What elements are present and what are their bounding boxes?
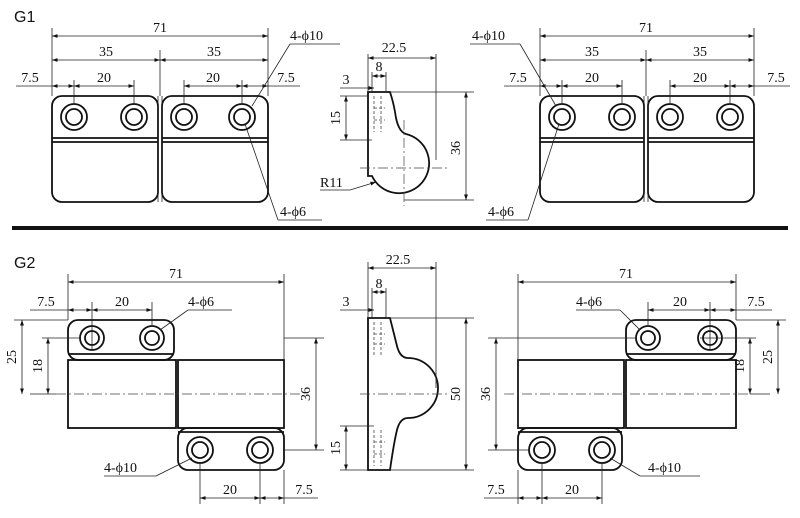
g1-left-dim-pitch-b: 20: [206, 71, 220, 86]
g1-left-dim-overall: 71: [153, 21, 167, 36]
g2-right-dim-overall: 71: [619, 267, 633, 282]
g2-left-dim-height-inner: 18: [31, 359, 46, 373]
g1-right-view: 71 35 35 7.5 20 20 7.5 4-ϕ10 4-ϕ6: [470, 21, 790, 221]
g2-left-dim-edge: 7.5: [37, 295, 55, 310]
g1-right-dim-pitch-b: 20: [693, 71, 707, 86]
g1-right-dim-half-a: 35: [585, 45, 599, 60]
g1-right-dim-pitch-a: 20: [585, 71, 599, 86]
g2-left-dim-overall: 71: [169, 267, 183, 282]
g1-left-dim-half-b: 35: [207, 45, 221, 60]
g2-right-dim-pitch-bottom: 20: [565, 483, 579, 498]
g1-left-hole-large-label: 4-ϕ10: [290, 29, 323, 44]
g1-left-dim-edge-right: 7.5: [277, 71, 295, 86]
g2-right-dim-edge-bottom: 7.5: [487, 483, 505, 498]
g1-left-hole-small-label: 4-ϕ6: [280, 205, 306, 220]
g1-side-dim-slot: 15: [329, 111, 344, 125]
g2-right-dim-pitch: 20: [673, 295, 687, 310]
g2-left-dim-edge-bottom: 7.5: [295, 483, 313, 498]
g1-left-view: 71 35 35 7.5 20 20 7.5 4-ϕ10 4-ϕ6: [16, 21, 340, 221]
g2-side-dim-lip: 3: [343, 295, 350, 310]
g2-left-hole-small-label: 4-ϕ6: [188, 295, 214, 310]
g1-side-view: 22.5 8 3 15 36 R11: [320, 41, 474, 206]
g1-right-holes: [548, 103, 744, 131]
g1-side-radius-label: R11: [320, 176, 343, 191]
g1-side-dim-width: 22.5: [382, 41, 407, 56]
g2-left-body-a: [67, 359, 177, 429]
g2-side-profile: [367, 317, 439, 471]
g1-right-hole-large-label: 4-ϕ10: [472, 29, 505, 44]
g2-left-dim-pitch-bottom: 20: [223, 483, 237, 498]
g2-right-dim-edge: 7.5: [747, 295, 765, 310]
g1-right-dim-edge-left: 7.5: [509, 71, 527, 86]
g1-left-dim-half-a: 35: [99, 45, 113, 60]
g2-right-dim-height-inner: 18: [733, 359, 748, 373]
g2-side-dim-height: 50: [449, 387, 464, 401]
g2-left-dim-pitch: 20: [115, 295, 129, 310]
g1-right-hole-small-label: 4-ϕ6: [488, 205, 514, 220]
g2-right-hole-small-label: 4-ϕ6: [576, 295, 602, 310]
group-label-g1: G1: [14, 9, 35, 26]
g2-left-dim-height-outer: 25: [5, 350, 20, 364]
g1-side-dim-height: 36: [449, 141, 464, 155]
g2-left-hole-large-label: 4-ϕ10: [104, 461, 137, 476]
group-label-g2: G2: [14, 255, 35, 272]
g2-left-dim-height-total: 36: [299, 387, 314, 401]
g1-left-dim-edge-left: 7.5: [21, 71, 39, 86]
g2-right-dim-height-total: 36: [479, 387, 494, 401]
g1-right-dim-overall: 71: [639, 21, 653, 36]
g1-side-dim-lip: 3: [343, 73, 350, 88]
g2-side-dim-slot: 15: [329, 441, 344, 455]
g2-side-dim-flange: 8: [376, 277, 383, 292]
g2-right-view: 71 20 7.5 4-ϕ6 18 25 36 4-ϕ10 7.5 20: [479, 267, 786, 504]
g2-side-view: 22.5 8 3 50 15: [329, 253, 474, 471]
g1-right-dim-half-b: 35: [693, 45, 707, 60]
g1-right-dim-edge-right: 7.5: [767, 71, 785, 86]
g2-left-view: 71 7.5 20 4-ϕ6 25 18 36 4-ϕ10 20 7.5: [5, 267, 324, 504]
g2-side-dim-width: 22.5: [386, 253, 411, 268]
g1-side-profile: [367, 91, 431, 195]
g1-side-dim-flange: 8: [376, 60, 383, 75]
g2-right-hole-large-label: 4-ϕ10: [648, 461, 681, 476]
g2-right-dim-height-outer: 25: [761, 350, 776, 364]
g1-left-dim-pitch-a: 20: [97, 71, 111, 86]
